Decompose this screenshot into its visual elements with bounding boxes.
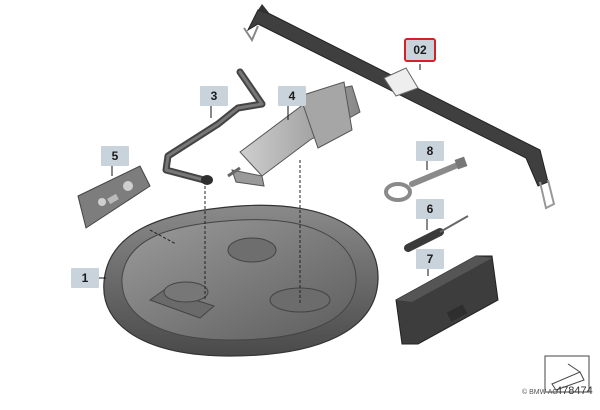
orientation-icon bbox=[544, 355, 590, 393]
leader-lines bbox=[92, 64, 429, 279]
diagram-number: 478474 bbox=[556, 385, 593, 397]
bracket-plate-part bbox=[77, 165, 151, 229]
towing-eye-part bbox=[384, 156, 468, 202]
callout-6[interactable]: 6 bbox=[416, 199, 444, 219]
callout-5[interactable]: 5 bbox=[101, 146, 129, 166]
callout-4[interactable]: 4 bbox=[278, 86, 306, 106]
jack-part bbox=[227, 81, 361, 187]
callout-7[interactable]: 7 bbox=[416, 249, 444, 269]
brand-label: © BMW AG bbox=[522, 389, 558, 396]
callout-02[interactable]: 02 bbox=[404, 38, 436, 62]
spare-tray-part bbox=[103, 204, 379, 357]
callout-3[interactable]: 3 bbox=[200, 86, 228, 106]
wheel-wrench-part bbox=[162, 68, 266, 185]
callout-8[interactable]: 8 bbox=[416, 141, 444, 161]
strap-part bbox=[243, 4, 556, 210]
screwdriver-part bbox=[404, 215, 469, 252]
callout-1[interactable]: 1 bbox=[71, 268, 99, 288]
tool-case-part bbox=[395, 255, 499, 345]
assembly-lines bbox=[149, 160, 301, 305]
